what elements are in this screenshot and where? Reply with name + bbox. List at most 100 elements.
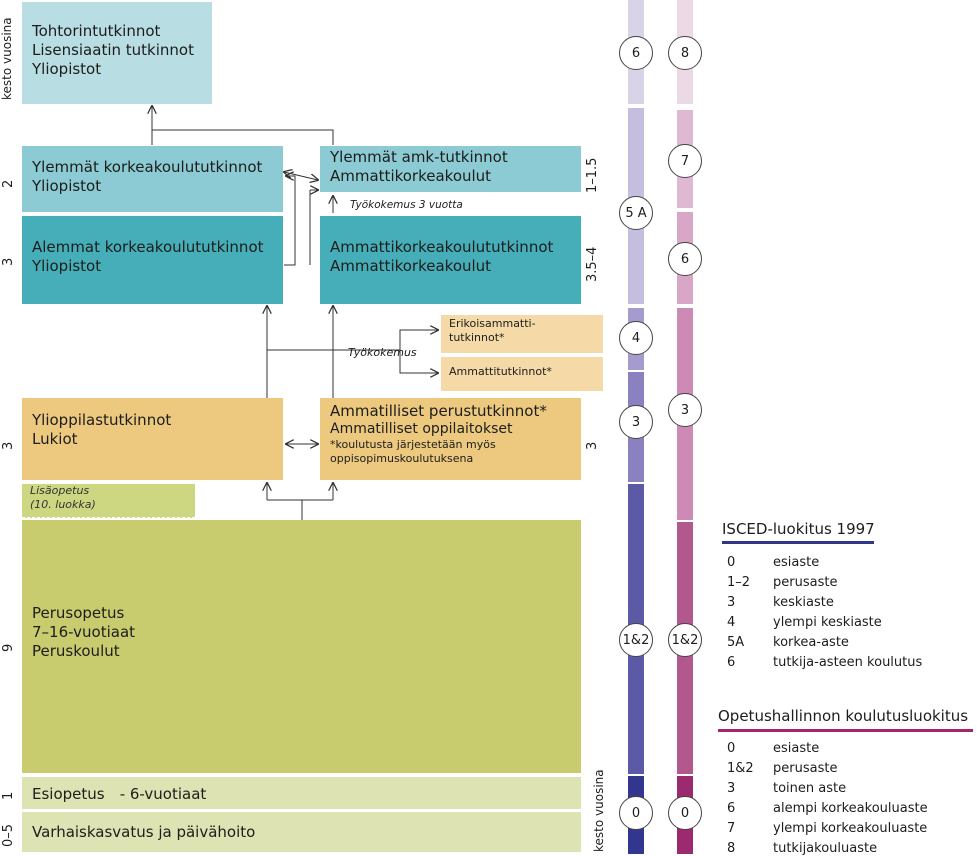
basic-education-institution: Peruskoulut	[32, 641, 120, 660]
matriculation-institution: Lukiot	[32, 429, 78, 448]
vocational-note-line2: oppisopimuskoulutuksena	[330, 452, 474, 465]
oph-legend-code: 6	[727, 801, 736, 816]
doctoral-title: Tohtorintutkinnot	[32, 22, 161, 40]
isced-legend-code: 6	[727, 655, 736, 670]
matriculation-box: Ylioppilastutkinnot Lukiot	[22, 398, 283, 480]
right-duration-label: kesto vuosina	[592, 769, 606, 852]
higher-amk-institution: Ammattikorkeakoulut	[330, 166, 492, 185]
oph-level-0: 0	[668, 796, 702, 830]
isced-legend-code: 0	[727, 555, 736, 570]
oph-legend-code: 8	[727, 841, 736, 856]
matriculation-title: Ylioppilastutkinnot	[32, 411, 172, 429]
oph-legend-code: 0	[727, 741, 736, 756]
isced-level-5a: 5 A	[619, 196, 653, 230]
lower-uni-box: Alemmat korkeakoulututkinnot Yliopistot	[22, 216, 283, 304]
isced-legend-description: esiaste	[773, 555, 820, 570]
isced-legend-code: 3	[727, 595, 736, 610]
oph-legend-description: esiaste	[773, 741, 820, 756]
oph-legend-underline	[718, 729, 973, 732]
amk-institution: Ammattikorkeakoulut	[330, 256, 492, 275]
basic-education-title: Perusopetus	[32, 604, 125, 622]
isced-legend-description: tutkija-asteen koulutus	[773, 655, 923, 670]
oph-level-1-2: 1&2	[668, 623, 702, 657]
isced-level-1-2: 1&2	[619, 623, 653, 657]
oph-legend-row: 6 alempi korkeakouluaste	[727, 801, 928, 816]
oph-level-8: 8	[668, 36, 702, 70]
isced-legend-description: korkea-aste	[773, 635, 849, 650]
oph-legend-description: ylempi korkeakouluaste	[773, 821, 928, 836]
oph-legend-code: 1&2	[727, 761, 754, 776]
isced-legend-title: ISCED-luokitus 1997	[722, 520, 875, 538]
vocational-qualification-title: Ammattitutkinnot*	[449, 365, 552, 378]
additional-education-box: Lisäopetus (10. luokka)	[22, 484, 195, 518]
isced-level-6: 6	[619, 36, 653, 70]
oph-level-3: 3	[668, 393, 702, 427]
specialist-qualification-box: Erikoisammatti- tutkinnot*	[441, 315, 603, 353]
right-duration-higher-amk: 1–1.5	[585, 157, 600, 193]
isced-level-0: 0	[619, 796, 653, 830]
left-duration-ecec: 0–5	[1, 823, 16, 847]
additional-education-grade: (10. luokka)	[30, 497, 96, 511]
oph-legend-description: toinen aste	[773, 781, 847, 796]
vocational-basic-box: Ammatilliset perustutkinnot* Ammatillise…	[320, 398, 581, 480]
isced-legend-underline	[722, 541, 874, 544]
basic-education-box: Perusopetus 7–16-vuotiaat Peruskoulut	[22, 520, 581, 773]
oph-legend-code: 3	[727, 781, 736, 796]
left-duration-preprimary: 1	[1, 791, 16, 800]
basic-education-ages: 7–16-vuotiaat	[32, 622, 136, 641]
isced-legend-code: 4	[727, 615, 736, 630]
isced-level-3: 3	[619, 405, 653, 439]
preprimary-title: Esiopetus	[32, 785, 105, 803]
ecec-box: Varhaiskasvatus ja päivähoito	[22, 812, 581, 852]
isced-legend-row: 0 esiaste	[727, 555, 819, 570]
isced-legend-description: ylempi keskiaste	[773, 615, 882, 630]
vocational-basic-institution: Ammatilliset oppilaitokset	[330, 420, 513, 437]
work-experience-label: Työkokemus	[348, 346, 417, 359]
additional-education-title: Lisäopetus	[30, 484, 90, 497]
isced-legend-row: 5A korkea-aste	[727, 635, 849, 650]
preprimary-box: Esiopetus - 6-vuotiaat	[22, 777, 581, 809]
isced-legend-description: perusaste	[773, 575, 838, 590]
isced-level-4: 4	[619, 321, 653, 355]
oph-level-6: 6	[668, 242, 702, 276]
isced-legend-row: 6 tutkija-asteen koulutus	[727, 655, 922, 670]
higher-amk-title: Ylemmät amk-tutkinnot	[330, 148, 508, 166]
left-duration-lower: 3	[1, 257, 16, 266]
oph-level-7: 7	[668, 144, 702, 178]
higher-uni-title: Ylemmät korkeakoulututkinnot	[32, 158, 263, 176]
oph-legend-title: Opetushallinnon koulutusluokitus	[718, 707, 969, 725]
isced-legend-row: 4 ylempi keskiaste	[727, 615, 882, 630]
ecec-title: Varhaiskasvatus ja päivähoito	[32, 823, 256, 841]
left-duration-higher: 2	[1, 179, 16, 188]
oph-legend-code: 7	[727, 821, 736, 836]
vocational-basic-title: Ammatilliset perustutkinnot*	[330, 402, 547, 420]
amk-title: Ammattikorkeakoulututkinnot	[330, 238, 554, 256]
left-duration-upper-secondary: 3	[1, 441, 16, 450]
lower-uni-title: Alemmat korkeakoulututkinnot	[32, 238, 264, 256]
higher-amk-box: Ylemmät amk-tutkinnot Ammattikorkeakoulu…	[320, 146, 581, 192]
isced-legend-description: keskiaste	[773, 595, 834, 610]
oph-legend-description: alempi korkeakouluaste	[773, 801, 928, 816]
isced-legend-code: 1–2	[727, 575, 751, 590]
left-duration-basic: 9	[1, 643, 16, 652]
lower-uni-institution: Yliopistot	[32, 256, 102, 275]
oph-legend-row: 3 toinen aste	[727, 781, 846, 796]
isced-legend-code: 5A	[727, 635, 745, 650]
right-duration-amk: 3.5–4	[585, 246, 600, 282]
work-experience-3-years: Työkokemus 3 vuotta	[350, 199, 463, 211]
higher-uni-box: Ylemmät korkeakoulututkinnot Yliopistot	[22, 146, 283, 212]
amk-box: Ammattikorkeakoulututkinnot Ammattikorke…	[320, 216, 581, 304]
higher-uni-institution: Yliopistot	[32, 176, 102, 195]
specialist-line1: Erikoisammatti-	[449, 317, 536, 330]
licentiate-title: Lisensiaatin tutkinnot	[32, 40, 194, 59]
isced-legend-row: 1–2 perusaste	[727, 575, 837, 590]
oph-legend-row: 7 ylempi korkeakouluaste	[727, 821, 927, 836]
vocational-note-line1: *koulutusta järjestetään myös	[330, 438, 496, 452]
isced-legend-row: 3 keskiaste	[727, 595, 834, 610]
oph-legend-row: 8 tutkijakouluaste	[727, 841, 877, 856]
oph-legend-description: tutkijakouluaste	[773, 841, 878, 856]
preprimary-ages: - 6-vuotiaat	[119, 785, 207, 803]
right-duration-vocational: 3	[585, 441, 600, 450]
